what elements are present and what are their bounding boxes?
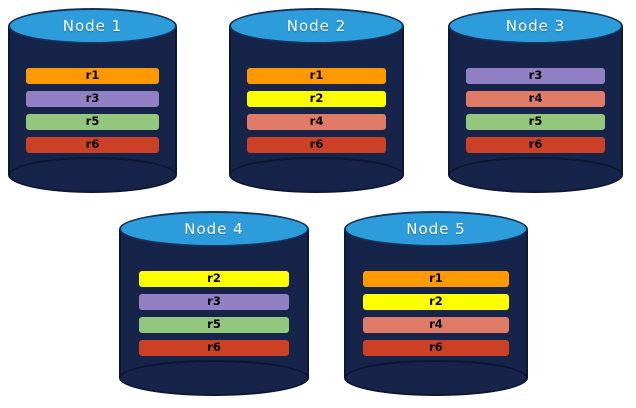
replica-bar[interactable]: r6: [466, 137, 605, 153]
node-title: Node 5: [406, 220, 466, 238]
replica-label: r5: [528, 114, 543, 129]
cylinder-top-ellipse: Node 4: [119, 211, 309, 247]
node-1[interactable]: Node 1 r1 r3 r5 r6: [8, 8, 177, 193]
replica-bar[interactable]: r4: [247, 114, 386, 130]
cylinder-bottom-ellipse: [448, 157, 623, 193]
replica-label: r4: [429, 317, 443, 332]
replica-bar[interactable]: r1: [363, 271, 509, 287]
cylinder-top-ellipse: Node 1: [8, 8, 177, 44]
node-title: Node 4: [184, 220, 244, 238]
node-title: Node 1: [62, 17, 123, 35]
replica-bar[interactable]: r1: [25, 68, 160, 84]
replica-label: r5: [207, 317, 221, 332]
replica-label: r1: [85, 68, 100, 83]
cylinder-bottom-ellipse: [344, 360, 528, 396]
replica-label: r1: [309, 68, 324, 83]
node-title: Node 2: [286, 17, 347, 35]
replica-bar[interactable]: r5: [25, 114, 160, 130]
replica-bar[interactable]: r4: [466, 91, 605, 107]
replica-bar[interactable]: r3: [466, 68, 605, 84]
node-title: Node 3: [505, 17, 566, 35]
replica-label: r4: [528, 91, 543, 106]
replica-list: r1 r3 r5 r6: [8, 68, 177, 153]
replica-label: r5: [85, 114, 100, 129]
replica-list: r1 r2 r4 r6: [344, 271, 528, 356]
replica-bar[interactable]: r2: [138, 271, 290, 287]
cylinder-bottom-ellipse: [8, 157, 177, 193]
node-4[interactable]: Node 4 r2 r3 r5 r6: [119, 211, 309, 396]
replica-bar[interactable]: r6: [363, 340, 509, 356]
replica-label: r6: [207, 340, 221, 355]
replica-list: r3 r4 r5 r6: [448, 68, 623, 153]
cylinder-bottom-ellipse: [119, 360, 309, 396]
replica-label: r2: [309, 91, 324, 106]
replica-bar[interactable]: r6: [247, 137, 386, 153]
node-5[interactable]: Node 5 r1 r2 r4 r6: [344, 211, 528, 396]
replica-bar[interactable]: r4: [363, 317, 509, 333]
replica-label: r6: [309, 137, 324, 152]
replica-label: r4: [309, 114, 324, 129]
replica-label: r6: [85, 137, 100, 152]
replica-bar[interactable]: r6: [25, 137, 160, 153]
replica-label: r1: [429, 271, 443, 286]
replica-bar[interactable]: r6: [138, 340, 290, 356]
replica-label: r6: [429, 340, 443, 355]
node-2[interactable]: Node 2 r1 r2 r4 r6: [229, 8, 404, 193]
replica-label: r2: [207, 271, 221, 286]
replica-list: r2 r3 r5 r6: [119, 271, 309, 356]
replica-label: r6: [528, 137, 543, 152]
replica-bar[interactable]: r1: [247, 68, 386, 84]
replica-list: r1 r2 r4 r6: [229, 68, 404, 153]
replica-label: r2: [429, 294, 443, 309]
cylinder-top-ellipse: Node 5: [344, 211, 528, 247]
cylinder-top-ellipse: Node 2: [229, 8, 404, 44]
replica-bar[interactable]: r5: [466, 114, 605, 130]
replica-bar[interactable]: r2: [247, 91, 386, 107]
node-3[interactable]: Node 3 r3 r4 r5 r6: [448, 8, 623, 193]
replica-bar[interactable]: r2: [363, 294, 509, 310]
cylinder-bottom-ellipse: [229, 157, 404, 193]
replica-label: r3: [85, 91, 100, 106]
replica-bar[interactable]: r3: [25, 91, 160, 107]
cylinder-top-ellipse: Node 3: [448, 8, 623, 44]
replica-bar[interactable]: r5: [138, 317, 290, 333]
replica-label: r3: [528, 68, 543, 83]
replica-bar[interactable]: r3: [138, 294, 290, 310]
replica-label: r3: [207, 294, 221, 309]
